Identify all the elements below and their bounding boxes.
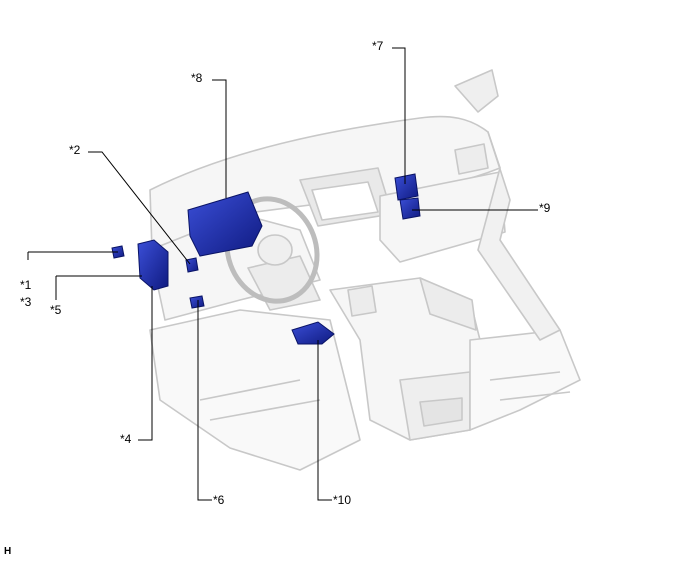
callout-10: *10 [333, 493, 352, 507]
callout-7: *7 [372, 39, 384, 53]
callout-9: *9 [539, 201, 551, 215]
callout-3: *3 [20, 295, 32, 309]
leader-6 [197, 300, 212, 501]
leader-lines [27, 47, 538, 501]
leader-10 [317, 340, 332, 501]
component-7 [394, 173, 419, 201]
component-9 [399, 197, 421, 220]
leader-2 [88, 151, 191, 265]
callout-2: *2 [69, 143, 81, 157]
leader-4 [138, 286, 153, 441]
callout-5: *5 [50, 303, 62, 317]
component-10 [291, 321, 335, 345]
component-2 [185, 257, 199, 273]
callout-6: *6 [213, 493, 225, 507]
callout-8: *8 [191, 71, 203, 85]
callout-1: *1 [20, 278, 32, 292]
component-8-combination-meter [187, 191, 263, 257]
callout-4: *4 [120, 432, 132, 446]
leader-7 [392, 47, 406, 184]
component-6 [189, 295, 205, 309]
leader-8 [212, 79, 227, 198]
figure-id: H [4, 546, 12, 557]
component-4-5 [137, 239, 169, 291]
components [111, 173, 421, 345]
interior-outline [149, 69, 581, 471]
